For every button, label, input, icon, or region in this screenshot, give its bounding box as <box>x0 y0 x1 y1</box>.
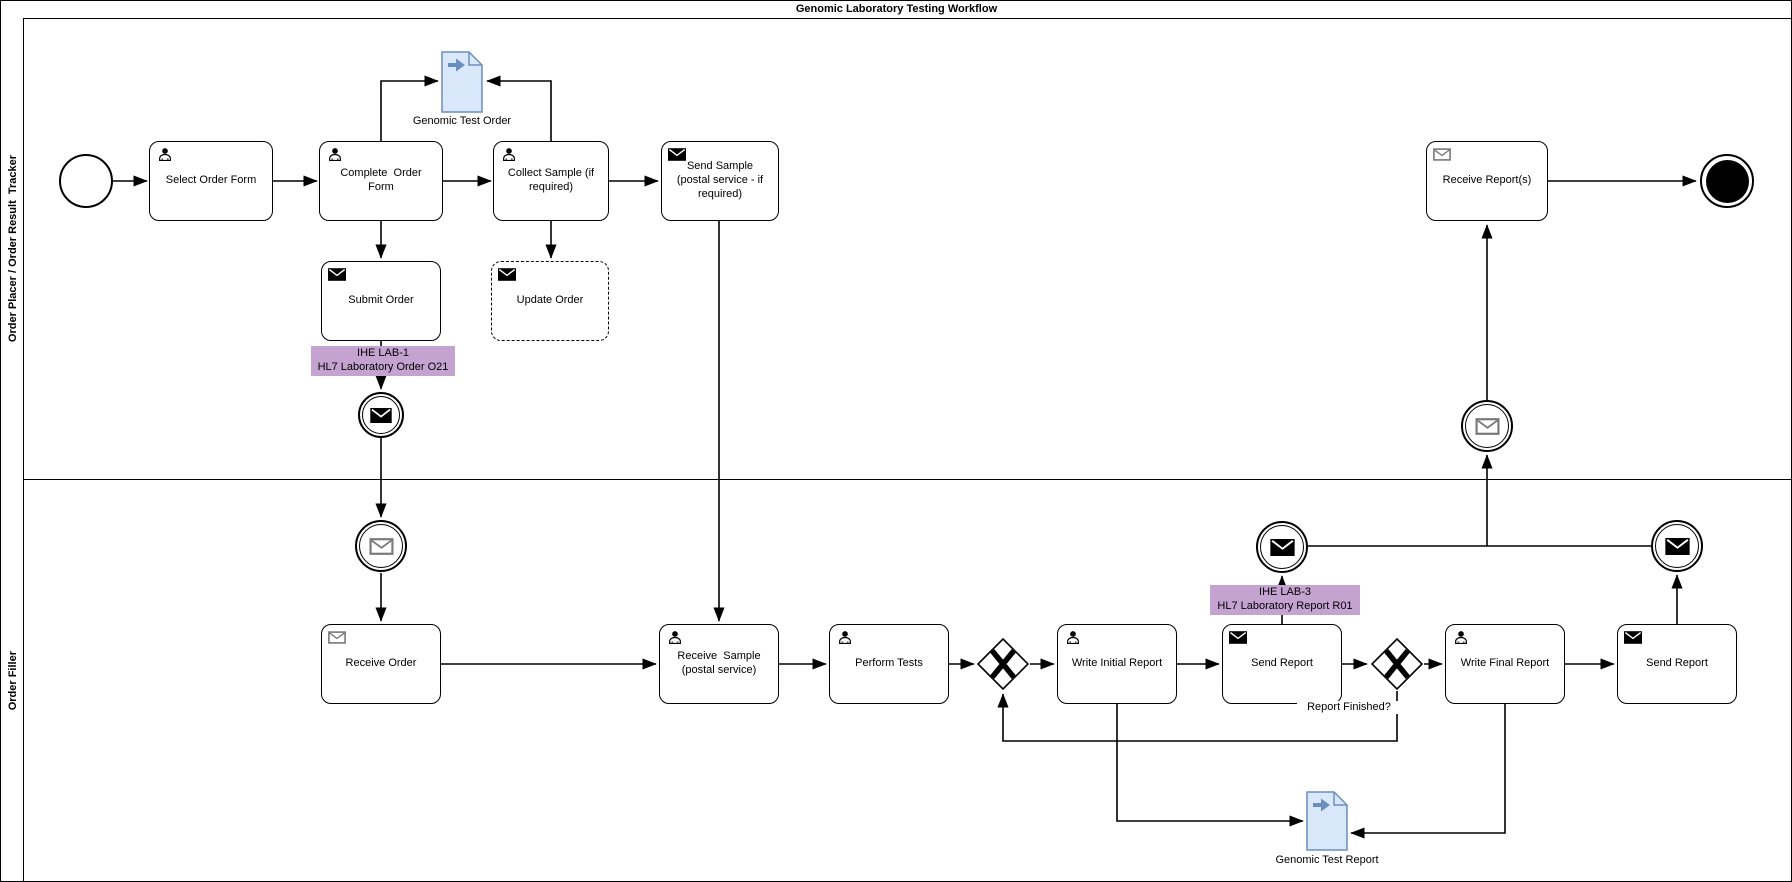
message-icon-filled <box>1665 538 1690 555</box>
flow-gw2-loop-to-gw1 <box>997 691 1398 742</box>
task-label: Send Report <box>1646 657 1708 670</box>
task-send-report-2[interactable]: Send Report <box>1617 624 1737 704</box>
task-select-order-form[interactable]: Select Order Form <box>149 141 273 221</box>
annotation-ihe-lab1: IHE LAB-1 HL7 Laboratory Order O21 <box>311 346 455 376</box>
message-icon-outline <box>328 630 346 645</box>
user-icon <box>1452 630 1470 645</box>
lane-label-text: Order Placer / Order Result Tracker <box>6 154 19 343</box>
x-marker <box>990 649 1016 679</box>
message-icon-outline <box>1433 147 1451 162</box>
task-write-initial-report[interactable]: Write Initial Report <box>1057 624 1177 704</box>
message-icon-filled <box>1624 630 1642 645</box>
task-receive-order[interactable]: Receive Order <box>321 624 441 704</box>
task-label: Send Report <box>1251 657 1313 670</box>
message-throw-event-report-1[interactable] <box>1256 521 1308 573</box>
assoc-complete-to-testorder <box>380 75 439 141</box>
task-collect-sample[interactable]: Collect Sample (if required) <box>493 141 609 221</box>
terminate-marker <box>1705 159 1749 203</box>
task-update-order[interactable]: Update Order <box>491 261 609 341</box>
task-receive-sample[interactable]: Receive Sample (postal service) <box>659 624 779 704</box>
task-receive-reports[interactable]: Receive Report(s) <box>1426 141 1548 221</box>
start-event[interactable] <box>59 154 113 208</box>
pool-title: Genomic Laboratory Testing Workflow <box>2 1 1791 19</box>
label-genomic-test-report: Genomic Test Report <box>1262 854 1392 868</box>
user-icon <box>500 147 518 162</box>
label-genomic-test-order: Genomic Test Order <box>399 115 525 129</box>
message-catch-event-report[interactable] <box>1461 400 1513 452</box>
task-write-final-report[interactable]: Write Final Report <box>1445 624 1565 704</box>
message-icon-filled <box>498 267 516 282</box>
exclusive-gateway-report-finished[interactable] <box>1370 637 1424 691</box>
data-input-arrow-icon <box>448 58 465 72</box>
task-label: Select Order Form <box>165 174 257 187</box>
assoc-collect-to-testorder <box>486 75 552 141</box>
message-icon-filled <box>1229 630 1247 645</box>
task-label: Collect Sample (if required) <box>507 167 598 193</box>
data-input-arrow-icon <box>1313 798 1330 812</box>
user-icon <box>326 147 344 162</box>
task-label: Receive Report(s) <box>1442 174 1532 187</box>
message-icon-outline <box>1475 418 1500 435</box>
annotation-ihe-lab3: IHE LAB-3 HL7 Laboratory Report R01 <box>1210 585 1360 615</box>
task-label: Receive Order <box>345 657 417 670</box>
task-label: Submit Order <box>348 294 414 307</box>
task-send-report-1[interactable]: Send Report <box>1222 624 1342 704</box>
annotation-line1: IHE LAB-3 <box>1259 586 1311 598</box>
exclusive-gateway-1[interactable] <box>976 637 1030 691</box>
task-label: Complete Order Form <box>340 167 425 193</box>
lane-label-order-placer: Order Placer / Order Result Tracker <box>2 18 24 479</box>
assoc-writefinal-to-testreport <box>1350 704 1506 839</box>
task-label: Write Final Report <box>1460 657 1550 670</box>
annotation-line2: HL7 Laboratory Order O21 <box>317 360 449 373</box>
task-label: Receive Sample (postal service) <box>677 650 764 676</box>
task-send-sample[interactable]: Send Sample (postal service - if require… <box>661 141 779 221</box>
data-object-genomic-test-report[interactable] <box>1306 791 1348 856</box>
x-marker <box>1384 649 1410 679</box>
task-label: Write Initial Report <box>1071 657 1163 670</box>
message-icon-outline <box>369 538 394 555</box>
lane-label-text: Order Filler <box>6 650 19 711</box>
user-icon <box>1064 630 1082 645</box>
task-complete-order-form[interactable]: Complete Order Form <box>319 141 443 221</box>
task-perform-tests[interactable]: Perform Tests <box>829 624 949 704</box>
annotation-line1: IHE LAB-1 <box>357 347 409 359</box>
task-label: Send Sample (postal service - if require… <box>676 160 767 200</box>
lane-divider <box>2 479 1791 480</box>
message-icon-filled <box>328 267 346 282</box>
message-icon-filled <box>370 408 392 423</box>
lane-label-order-filler: Order Filler <box>2 479 24 881</box>
user-icon <box>836 630 854 645</box>
task-label: Update Order <box>516 294 584 307</box>
message-throw-event-order[interactable] <box>358 392 404 438</box>
label-report-finished: Report Finished? <box>1297 701 1401 715</box>
user-icon <box>666 630 684 645</box>
annotation-line2: HL7 Laboratory Report R01 <box>1217 599 1353 612</box>
end-event[interactable] <box>1700 154 1754 208</box>
message-icon-filled <box>668 147 686 162</box>
assoc-writeinitial-to-testreport <box>1116 704 1304 827</box>
task-label: Perform Tests <box>855 657 923 670</box>
user-icon <box>156 147 174 162</box>
task-submit-order[interactable]: Submit Order <box>321 261 441 341</box>
message-catch-event-order[interactable] <box>355 520 407 572</box>
message-icon-filled <box>1270 539 1295 556</box>
message-throw-event-report-2[interactable] <box>1651 520 1703 572</box>
data-object-genomic-test-order[interactable] <box>441 51 483 118</box>
